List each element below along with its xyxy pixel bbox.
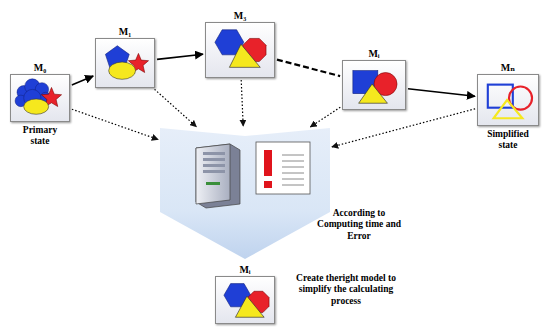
shapes-illustration (11, 75, 69, 121)
result-note: Create theright model to simplify the ca… (290, 273, 402, 307)
flow-arrow (72, 76, 93, 85)
shapes-illustration (96, 39, 154, 87)
model-box: MᵢCreate theright model to simplify the … (215, 276, 275, 324)
dotted-arrow (310, 107, 340, 127)
flow-arrow (157, 54, 203, 59)
model-label: M₁ (119, 26, 131, 37)
model-box: M₀Primary state (10, 74, 70, 122)
model-box: M₁ (95, 38, 155, 88)
model-label: Mₙ (501, 62, 516, 73)
model-label: M₀ (34, 62, 46, 73)
model-label: M₃ (234, 10, 246, 21)
model-box: Mᵢ (342, 60, 406, 110)
dotted-arrow (241, 80, 243, 126)
dotted-arrow (155, 89, 197, 126)
criteria-note: According to Computing time and Error (310, 208, 408, 242)
state-caption: Primary state (14, 125, 66, 147)
dashed-line (277, 60, 340, 77)
state-caption: Simplified state (482, 129, 534, 151)
shapes-illustration (478, 75, 538, 125)
shapes-illustration (343, 61, 405, 109)
model-box: MₙSimplified state (477, 74, 539, 126)
shapes-illustration (216, 277, 274, 323)
model-box: M₃ (205, 22, 275, 78)
funnel-arrow (160, 212, 330, 259)
computer-document-icon (160, 128, 330, 212)
dotted-arrow (72, 109, 158, 139)
dotted-arrow (332, 109, 475, 147)
model-label: Mᵢ (239, 264, 250, 275)
model-label: Mᵢ (368, 48, 379, 59)
evaluation-funnel: According to Computing time and Error (160, 128, 330, 212)
flow-arrow (408, 89, 475, 97)
shapes-illustration (206, 23, 274, 77)
